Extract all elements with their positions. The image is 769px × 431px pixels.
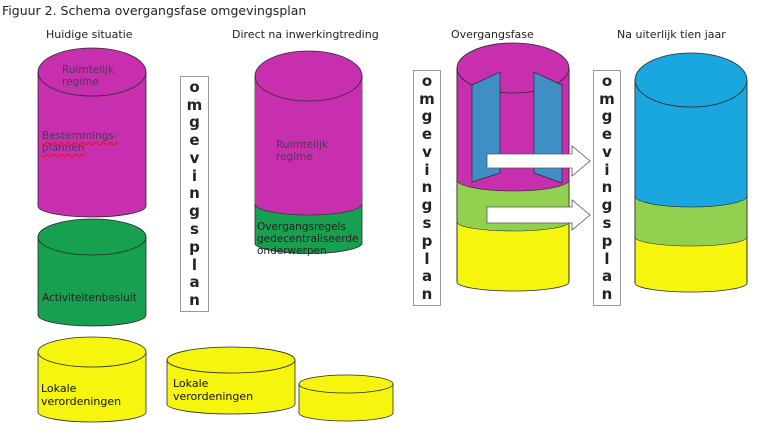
vertical-letter: m [186,95,203,114]
vertical-letter: g [421,196,433,215]
vertical-letter: o [189,77,200,96]
cylinder-lokale-verordeningen-small [298,374,394,422]
column-title-overgangsfase: Overgangsfase [451,28,534,41]
vertical-letter: v [422,142,432,161]
vertical-letter: s [422,214,432,233]
vertical-letter: n [189,291,200,310]
vertical-letter: g [189,113,200,132]
vertical-letter: v [189,148,200,167]
vertical-letter: e [601,125,613,144]
column-title-na-tien-jaar: Na uiterlijk tien jaar [617,28,726,41]
vertical-letter: l [604,249,610,268]
cylinder-activiteitenbesluit [37,218,147,327]
vertical-letter: n [601,178,613,197]
label-lokale-verordeningen-direct: Lokale verordeningen [173,377,254,403]
vertical-letter: s [190,220,199,239]
vertical-letter: i [424,160,430,179]
cylinder-ruimtelijk-regime-huidig [37,47,147,218]
label-activiteitenbesluit: Activiteitenbesluit [42,292,137,304]
vertical-letter: a [601,267,613,286]
label-lokale-verordeningen-huidig: Lokale verordeningen [41,382,122,408]
vertical-letter: o [601,71,613,90]
vertical-letter: e [421,125,433,144]
column-title-huidige-situatie: Huidige situatie [46,28,133,41]
vertical-letter: p [601,231,613,250]
cylinder-na-tien-jaar [634,52,748,293]
label-bestemmingsplannen: Bestemmings- plannen [42,130,118,154]
vertical-letter: n [421,178,433,197]
vertical-letter: p [189,237,200,256]
vertical-letter: n [601,285,613,304]
vertical-letter: a [421,267,433,286]
vertical-letter: m [599,89,615,108]
vertical-letter: l [424,249,430,268]
vertical-letter: l [191,255,198,274]
figure-title: Figuur 2. Schema overgangsfase omgevings… [2,3,307,18]
vertical-letter: p [421,231,433,250]
vertical-letter: g [421,107,433,126]
vertical-letter: s [602,214,612,233]
vertical-letter: i [191,166,198,185]
vertical-letter: m [419,89,435,108]
vertical-letter: e [189,131,200,150]
label-ruimtelijk-regime-direct: Ruimtelijk regime [276,139,329,163]
vertical-letter: n [189,184,200,203]
label-overgangsregels: Overgangsregels gedecentraliseerde onder… [257,221,359,257]
arrow-magenta-to-plan [486,145,591,177]
cylinder-omgevingsplan-direct [254,50,363,254]
vertical-letter: a [189,273,200,292]
label-ruimtelijk-regime-huidig: Ruimtelijk regime [62,64,115,88]
cylinder-lokale-verordeningen-huidig [37,336,147,423]
vertical-letter: v [602,142,612,161]
arrow-green-to-plan [486,199,591,231]
vertical-letter: g [601,107,613,126]
vertical-letter: n [421,285,433,304]
column-title-direct-na-inwerkingtreding: Direct na inwerkingtreding [232,28,379,41]
vertical-letter: o [421,71,433,90]
cylinder-lokale-verordeningen-direct [166,346,296,415]
vertical-letter: i [604,160,610,179]
vertical-letter: g [601,196,613,215]
vertical-letter: g [189,202,200,221]
